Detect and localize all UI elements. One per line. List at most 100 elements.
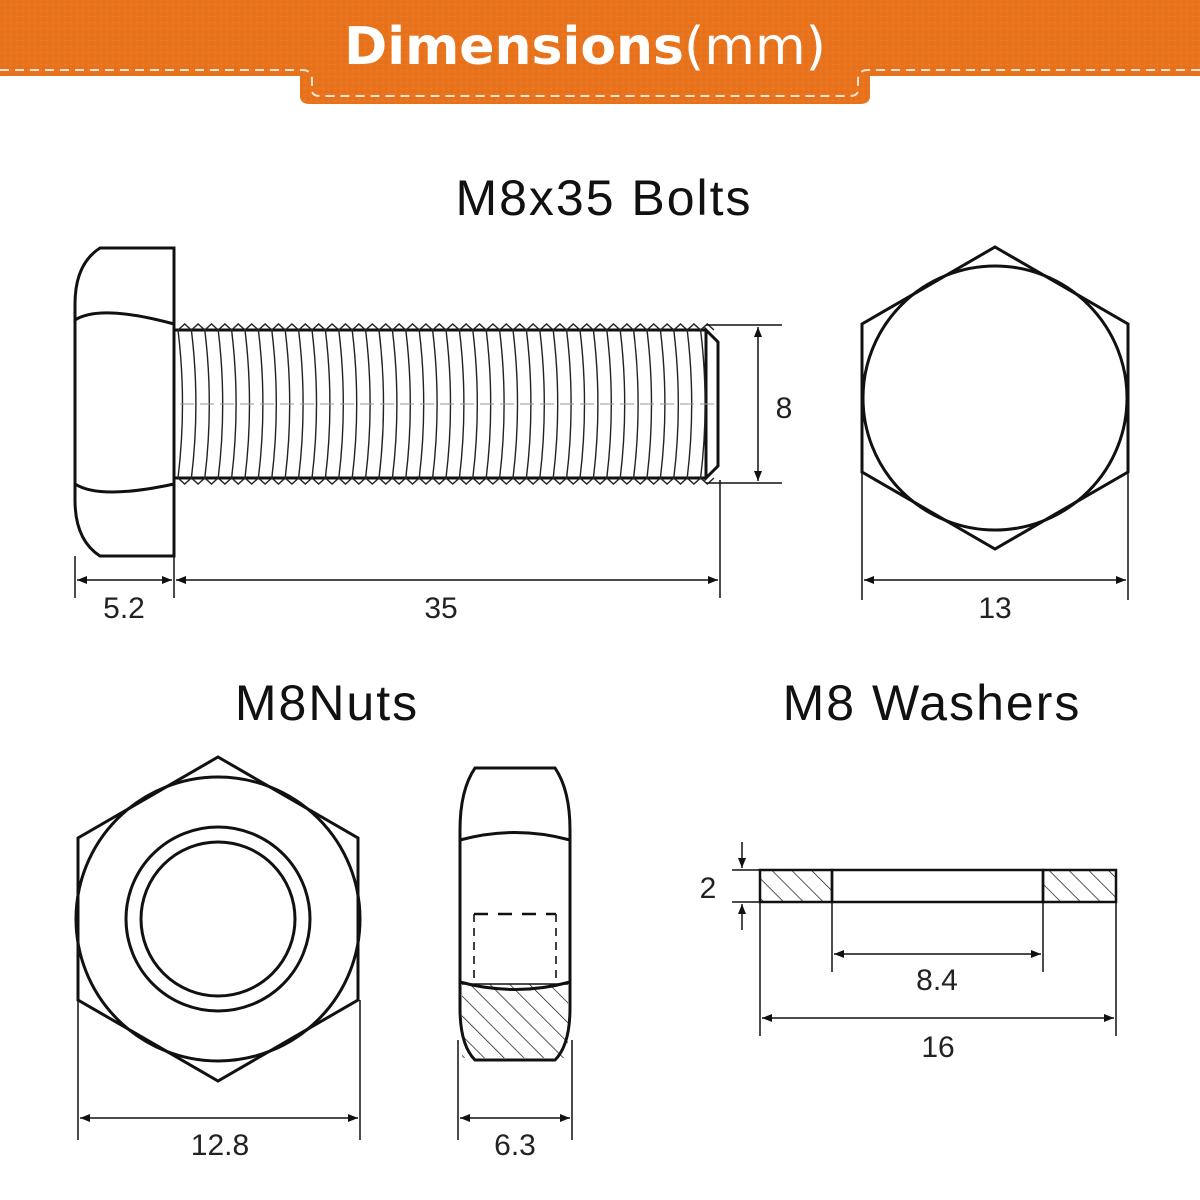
bolt-head-side [73, 246, 176, 558]
thread-crest-bottom [552, 477, 568, 485]
thread-line [673, 329, 679, 479]
thread-crest-bottom [284, 477, 300, 485]
washer-hole [830, 868, 1045, 904]
thread-crest-bottom [338, 477, 353, 485]
nut-section-hatch [462, 984, 568, 1058]
nut-hexagon [76, 755, 360, 1083]
thread-line [190, 329, 197, 479]
thread-crest-bottom [391, 477, 407, 485]
thread-crest-bottom [606, 477, 621, 485]
thread-crest-bottom [405, 477, 420, 485]
thread-crest-top [271, 323, 286, 331]
thread-crest-bottom [539, 477, 554, 485]
header-banner: Dimensions(mm) [0, 0, 1200, 104]
nut-side-outline [458, 766, 572, 1062]
thread-crest-top [566, 323, 581, 331]
thread-crest-top [311, 323, 326, 331]
thread-crest-top [338, 323, 353, 331]
nut-side-facet-top [459, 831, 571, 842]
thread-line [230, 329, 237, 479]
thread-crest-bottom [177, 477, 192, 485]
thread-crest-bottom [217, 477, 233, 485]
thread-crest-top [257, 323, 273, 331]
thread-line [632, 329, 639, 479]
bolt-head-chamfer-circle [861, 264, 1129, 532]
thread-crest-bottom [418, 477, 434, 485]
nut-top-view: 12.8 [74, 755, 362, 1162]
thread-crest-bottom [432, 477, 447, 485]
washers-title: M8 Washers [783, 675, 1082, 731]
bolts-title: M8x35 Bolts [455, 170, 752, 226]
thread-crest-bottom [485, 477, 501, 485]
thread-crest-top [284, 323, 300, 331]
bolt-head-width-label: 13 [978, 592, 1011, 625]
bolt-length-label: 35 [424, 592, 457, 625]
thread-crest-bottom [633, 477, 648, 485]
thread-crest-bottom [311, 477, 326, 485]
thread-line [592, 329, 599, 479]
thread-crest-top [700, 323, 715, 331]
nut-thickness-label: 6.3 [494, 1129, 536, 1162]
thread-crest-bottom [231, 477, 246, 485]
thread-crest-bottom [271, 477, 286, 485]
thread-crest-top [445, 323, 460, 331]
thread-crest-top [231, 323, 246, 331]
thread-line [431, 329, 438, 479]
thread-crest-top [485, 323, 501, 331]
thread-line [512, 329, 519, 479]
thread-crest-bottom [244, 477, 259, 485]
washer-left-section [758, 868, 834, 904]
thread-crest-bottom [190, 477, 206, 485]
bolt-threads [177, 323, 715, 485]
washer-right-section [1041, 868, 1118, 904]
thread-line [552, 329, 559, 479]
thread-crest-top [190, 323, 206, 331]
thread-crest-top [499, 323, 514, 331]
thread-crest-bottom [512, 477, 527, 485]
nut-side-view: 6.3 [457, 766, 573, 1162]
thread-crest-bottom [525, 477, 541, 485]
bolt-head-top-view: 13 [860, 245, 1130, 625]
thread-crest-top [378, 323, 393, 331]
thread-crest-top [418, 323, 434, 331]
thread-crest-top [646, 323, 661, 331]
header-title-bold: Dimensions [344, 17, 684, 77]
header-title: Dimensions(mm) [344, 17, 826, 77]
thread-crest-top [579, 323, 594, 331]
bolt-tip [704, 326, 720, 482]
nut-outer-thread-circle [124, 825, 312, 1013]
bolt-head-facet-bottom [74, 482, 175, 494]
thread-crest-top [244, 323, 259, 331]
thread-line [351, 329, 358, 479]
thread-crest-bottom [499, 477, 514, 485]
thread-crest-bottom [592, 477, 608, 485]
bolt-head-hexagon [860, 245, 1130, 551]
thread-crest-top [351, 323, 367, 331]
thread-crest-bottom [646, 477, 661, 485]
thread-crest-top [177, 323, 192, 331]
nuts-title: M8Nuts [235, 675, 419, 731]
washer-inner-diameter-label: 8.4 [916, 964, 958, 997]
thread-crest-bottom [298, 477, 313, 485]
thread-crest-bottom [700, 477, 715, 485]
header-title-unit: (mm) [684, 17, 826, 77]
thread-crest-bottom [257, 477, 273, 485]
thread-crest-bottom [686, 477, 702, 485]
washer-thickness-label: 2 [700, 872, 717, 905]
thread-crest-bottom [579, 477, 594, 485]
thread-crest-top [606, 323, 621, 331]
thread-crest-top [324, 323, 340, 331]
thread-crest-top [432, 323, 447, 331]
bolt-side-view [73, 246, 720, 558]
banner-stitch [0, 69, 1200, 97]
thread-crest-top [391, 323, 407, 331]
thread-crest-bottom [204, 477, 219, 485]
banner-tab [300, 70, 870, 104]
thread-crest-top [673, 323, 688, 331]
thread-crest-top [512, 323, 527, 331]
thread-crest-top [552, 323, 568, 331]
thread-crest-bottom [659, 477, 675, 485]
thread-crest-top [592, 323, 608, 331]
thread-crest-bottom [378, 477, 393, 485]
